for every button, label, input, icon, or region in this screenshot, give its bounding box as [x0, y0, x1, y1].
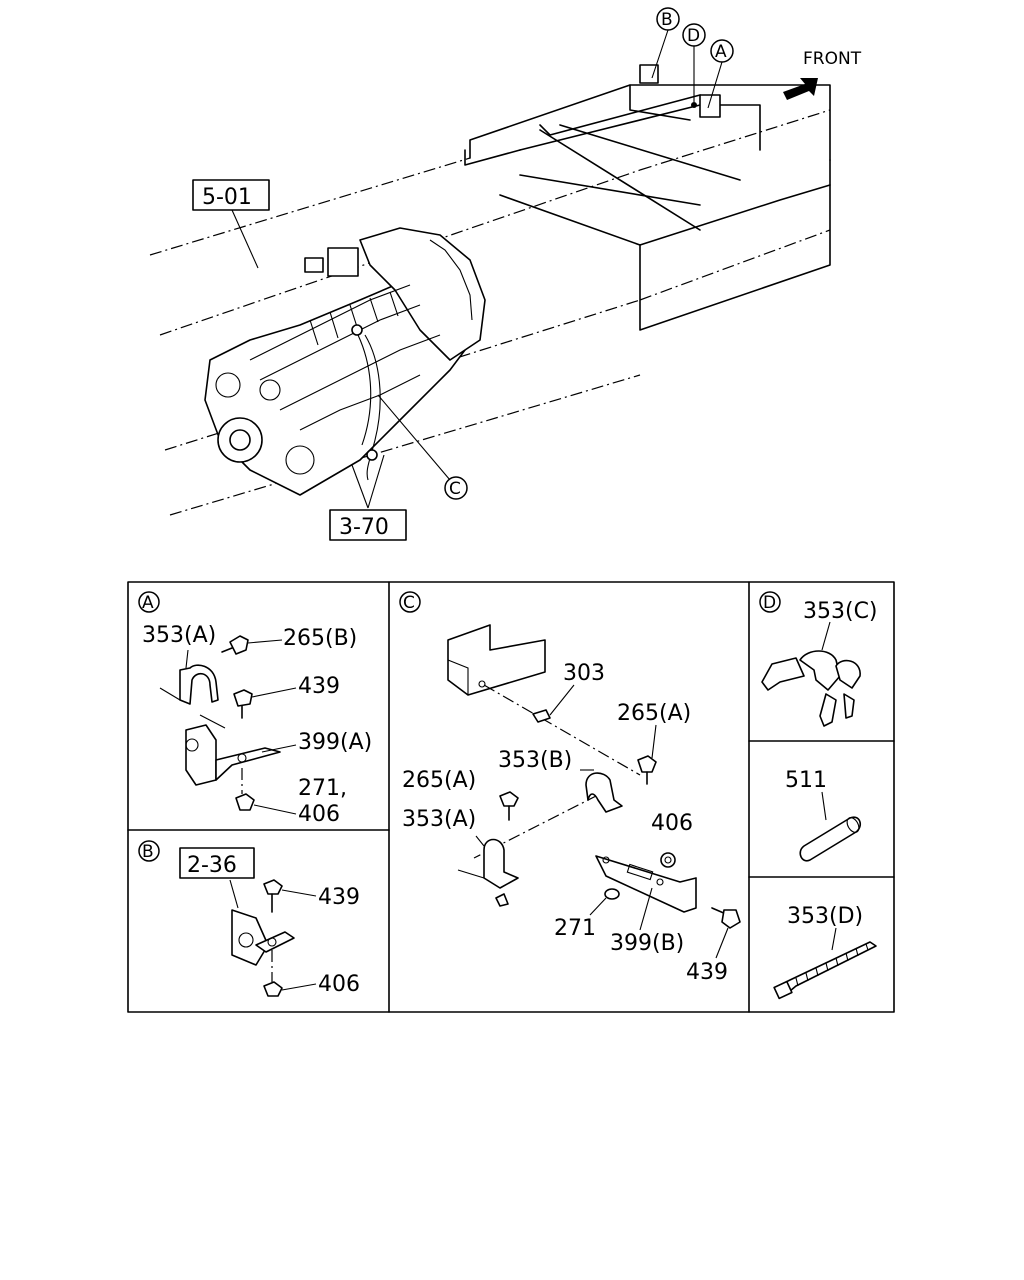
ref-c-top: C — [449, 479, 461, 499]
panel-353d: 353(D) — [773, 904, 877, 1000]
label-271: 271, — [298, 776, 347, 801]
label-406: 406 — [298, 802, 340, 827]
label-406-c: 406 — [651, 811, 693, 836]
panel-a: A 353(A) 265(B) 439 399(A) 271, 406 — [138, 591, 372, 827]
ref-d-top: D — [687, 26, 700, 46]
label-399b: 399(B) — [610, 931, 684, 956]
label-265a-top: 265(A) — [617, 701, 691, 726]
front-indicator: FRONT — [783, 49, 862, 100]
panel-d: D 353(C) — [759, 591, 878, 727]
panel-a-ref: A — [142, 593, 154, 613]
label-511: 511 — [785, 768, 827, 793]
ref-b-top: B — [661, 10, 673, 30]
label-406-b: 406 — [318, 972, 360, 997]
transmission — [204, 227, 486, 496]
label-439-c: 439 — [686, 960, 728, 985]
ref-box-2-36: 2-36 — [187, 853, 237, 878]
label-439: 439 — [298, 674, 340, 699]
label-353c: 353(C) — [803, 599, 878, 624]
label-399a: 399(A) — [298, 730, 372, 755]
label-439-b: 439 — [318, 885, 360, 910]
ref-a-top: A — [715, 42, 727, 62]
label-303: 303 — [563, 661, 605, 686]
label-353a: 353(A) — [142, 623, 216, 648]
panel-511: 511 — [785, 768, 862, 862]
label-353d: 353(D) — [787, 904, 863, 929]
panel-c-ref: C — [403, 593, 415, 613]
panel-b: B 2-36 439 406 — [138, 840, 360, 997]
label-265a-left: 265(A) — [402, 768, 476, 793]
detail-panels — [127, 581, 895, 1013]
front-arrow-icon — [783, 78, 818, 100]
label-271-c: 271 — [554, 916, 596, 941]
panel-b-ref: B — [142, 842, 154, 862]
panel-c: C 303 265(A) 353(B) 265(A) 353(A) 406 27… — [399, 591, 741, 985]
label-265b: 265(B) — [283, 626, 357, 651]
front-label: FRONT — [803, 49, 862, 69]
label-353b: 353(B) — [498, 748, 572, 773]
ref-box-3-70: 3-70 — [339, 515, 389, 540]
ref-box-5-01: 5-01 — [202, 185, 252, 210]
frame-assembly — [149, 29, 831, 516]
panel-d-ref: D — [763, 593, 776, 613]
label-353a-c: 353(A) — [402, 807, 476, 832]
